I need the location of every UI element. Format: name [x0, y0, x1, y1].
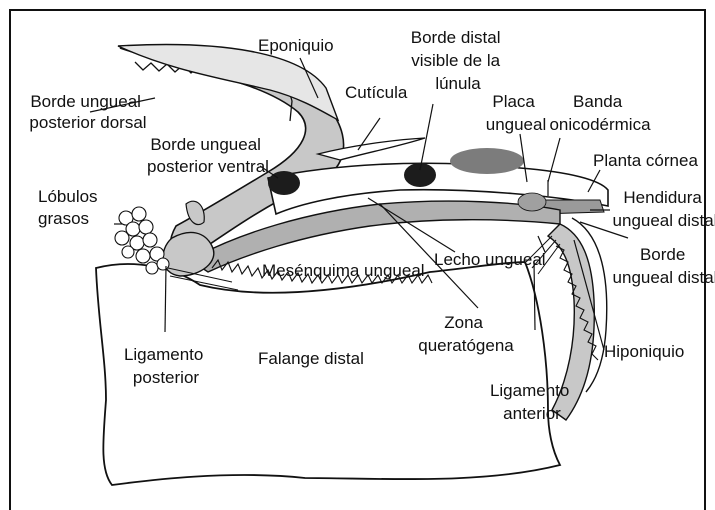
label-borde-posterior-dorsal: Borde ungueal posterior dorsal [29, 92, 146, 132]
label-falange-distal: Falange distal [258, 349, 364, 368]
lunula-edge-marker-dot [404, 163, 436, 187]
label-placa-ungueal: Placa ungueal [486, 92, 547, 134]
label-banda-onicodermica: Banda onicodérmica [549, 92, 651, 134]
label-planta-cornea: Planta córnea [593, 151, 698, 170]
label-borde-distal-lunula: Borde distal visible de la lúnula [411, 28, 506, 93]
label-hiponiquio: Hiponiquio [604, 342, 684, 361]
label-lobulos-grasos: Lóbulos grasos [38, 187, 102, 228]
label-borde-posterior-ventral: Borde ungueal posterior ventral [147, 135, 269, 176]
label-cuticula: Cutícula [345, 83, 408, 102]
lunula-oval [450, 148, 524, 174]
label-eponiquio: Eponiquio [258, 36, 334, 55]
planta-marker-dot [518, 193, 546, 211]
label-mesenquima-ungueal: Mesénquima ungueal [262, 261, 425, 280]
label-hendidura-ungueal-distal: Hendidura ungueal distal [613, 188, 715, 230]
label-lecho-ungueal: Lecho ungueal [434, 250, 546, 269]
label-borde-ungueal-distal: Borde ungueal distal [613, 245, 715, 287]
